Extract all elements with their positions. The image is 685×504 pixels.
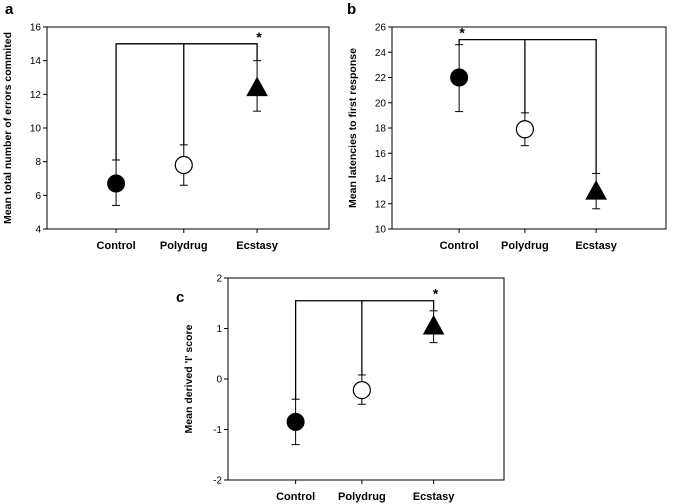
panel-c-significance-star: * xyxy=(433,286,439,302)
panel-a-significance-bracket xyxy=(115,43,258,160)
panel-b-significance-star: * xyxy=(459,25,465,41)
panel-c-y-axis-label: Mean derived 'I' score xyxy=(183,324,195,433)
panel-c-ytick-label: -1 xyxy=(213,425,222,436)
panel-a-ytick-label: 16 xyxy=(30,23,42,34)
panel-a-significance-star: * xyxy=(256,29,262,45)
panel-b-ytick-label: 12 xyxy=(375,199,387,210)
panel-c-ytick-label: 2 xyxy=(216,274,222,285)
panel-b-ytick-label: 20 xyxy=(375,98,387,109)
panel-a-point-polydrug xyxy=(174,155,193,175)
panel-a-point-control xyxy=(107,174,126,193)
panel-b-category-polydrug: Polydrug xyxy=(501,240,549,252)
panel-a-ytick-label: 12 xyxy=(30,90,42,101)
panel-b-ytick-label: 18 xyxy=(375,124,387,135)
panel-c-point-polydrug xyxy=(352,381,371,400)
panel-c-plot-frame xyxy=(227,277,505,481)
panel-b-ytick-label: 14 xyxy=(375,174,387,185)
panel-a-category-polydrug: Polydrug xyxy=(160,240,208,252)
panel-c-ytick-label: -2 xyxy=(213,476,222,487)
panel-b-category-control: Control xyxy=(440,240,479,252)
panel-a-y-axis-label: Mean total number of errors commited xyxy=(2,32,14,224)
panel-a-category-ecstasy: Ecstasy xyxy=(236,240,278,252)
panel-a-letter: a xyxy=(5,1,14,18)
panel-c-point-ecstasy xyxy=(422,314,445,335)
panel-b-ytick-label: 26 xyxy=(375,23,387,34)
panel-c-ytick-label: 1 xyxy=(216,324,222,335)
panel-a-ytick-label: 4 xyxy=(35,225,41,236)
panel-c-significance-bracket xyxy=(294,300,435,400)
panel-b-point-polydrug xyxy=(515,120,534,139)
panel-c-category-ecstasy: Ecstasy xyxy=(413,491,455,503)
panel-b-ytick-label: 16 xyxy=(375,149,387,160)
panel-c-category-control: Control xyxy=(276,491,315,503)
panel-b-category-ecstasy: Ecstasy xyxy=(575,240,617,252)
panel-b-significance-bracket xyxy=(458,38,597,174)
panel-a-ytick-label: 8 xyxy=(35,157,41,168)
panel-b-y-axis-label: Mean latencies to first response xyxy=(347,48,359,208)
panel-a-ytick-label: 6 xyxy=(35,191,41,202)
panel-a-plot-frame xyxy=(46,26,330,230)
panel-a-ytick-label: 14 xyxy=(30,56,42,67)
panel-b-ytick-label: 10 xyxy=(375,225,387,236)
panel-c-ytick-label: 0 xyxy=(216,375,222,386)
panel-a-point-ecstasy xyxy=(246,76,268,97)
panel-b-point-control xyxy=(450,68,469,87)
panel-a-ytick-label: 10 xyxy=(30,124,42,135)
panel-c-point-control xyxy=(286,412,305,431)
panel-c-letter: c xyxy=(176,289,184,306)
panel-b-point-ecstasy xyxy=(585,180,607,200)
panel-c-category-polydrug: Polydrug xyxy=(338,491,386,503)
panel-b-letter: b xyxy=(347,1,356,18)
panel-b-ytick-label: 22 xyxy=(375,73,387,84)
panel-b-ytick-label: 24 xyxy=(375,48,387,59)
panel-a-category-control: Control xyxy=(97,240,136,252)
